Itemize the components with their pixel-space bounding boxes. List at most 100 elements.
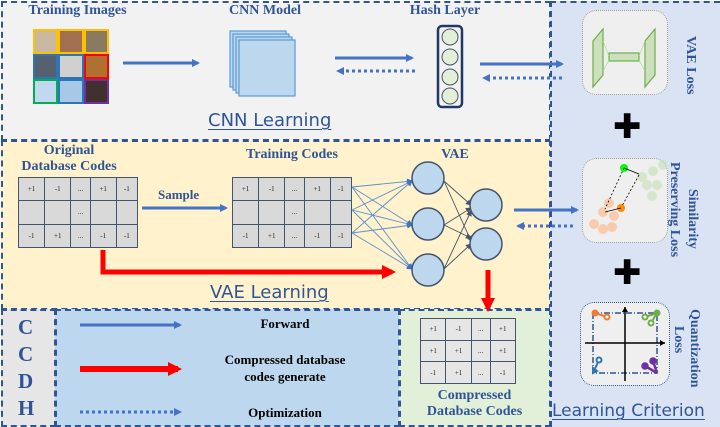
code-cell: ... [70, 200, 91, 225]
plus-icon: ✚ [613, 107, 642, 147]
original-codes-title: Original Database Codes [10, 143, 128, 175]
code-cell: -1 [231, 223, 260, 249]
training-images-grid [33, 29, 109, 104]
quantization-loss-label-line2: Loss [671, 326, 686, 354]
plus-icon: ✚ [613, 253, 642, 293]
code-cell [258, 200, 286, 225]
compressed-codes-title: Compressed Database Codes [402, 388, 547, 420]
hash-layer-title: Hash Layer [409, 3, 481, 18]
code-cell [303, 200, 331, 225]
code-cell: +1 [445, 339, 472, 363]
code-cell: -1 [258, 176, 286, 202]
code-cell: +1 [89, 176, 117, 202]
code-cell [115, 200, 139, 225]
training-images-title: Training Images [28, 3, 127, 18]
original-codes-title-line1: Original [43, 143, 95, 158]
training-image-thumbnail [58, 54, 84, 79]
code-cell: +1 [17, 176, 46, 202]
compressed-code-row: +1+1...+1 [419, 339, 517, 363]
similarity-loss-label-line2: Preserving Loss [667, 162, 682, 258]
code-cell: +1 [303, 176, 331, 202]
original-code-row: -1+1...-1-1 [17, 223, 139, 249]
legend-compressed-line1: Compressed database [224, 352, 346, 367]
training-codes-title: Training Codes [246, 147, 338, 162]
code-cell [329, 200, 353, 225]
code-cell: -1 [115, 223, 139, 249]
method-letter: D [18, 369, 34, 393]
legend-optimization-label: Optimization [248, 405, 322, 420]
code-cell: -1 [445, 318, 472, 341]
training-image-thumbnail [33, 79, 59, 104]
code-cell: ... [284, 200, 305, 225]
legend-compressed-label: Compressed database codes generate [200, 351, 370, 385]
code-cell [231, 200, 260, 225]
hash-layer-icon [436, 24, 464, 109]
original-codes-grid: +1-1...+1-1...-1+1...-1-1 [17, 176, 139, 249]
code-cell: ... [470, 339, 491, 363]
similarity-loss-label-line1: Similarity [685, 189, 700, 249]
compressed-title-line2: Database Codes [426, 404, 523, 419]
training-code-row: ... [231, 200, 353, 225]
compressed-code-row: +1-1...+1 [419, 318, 517, 341]
method-letter: C [18, 342, 34, 366]
code-cell: -1 [303, 223, 331, 249]
legend-forward-label: Forward [260, 316, 310, 331]
code-cell: +1 [419, 339, 447, 363]
original-codes-title-line2: Database Codes [21, 159, 117, 174]
code-cell: -1 [44, 176, 72, 202]
code-cell: ... [470, 318, 491, 341]
code-cell: +1 [419, 318, 447, 341]
vae-loss-label: VAE Loss [683, 35, 698, 95]
code-cell [17, 200, 46, 225]
training-image-thumbnail [33, 54, 59, 79]
training-image-thumbnail [83, 54, 109, 79]
training-code-row: +1-1...+1-1 [231, 176, 353, 202]
training-image-thumbnail [58, 29, 84, 54]
vae-title: VAE [441, 147, 469, 162]
code-cell: +1 [258, 223, 286, 249]
legend-compressed-line2: codes generate [244, 369, 326, 384]
method-letter: H [18, 396, 35, 420]
training-codes-grid: +1-1...+1-1...-1+1...-1-1 [231, 176, 353, 249]
code-cell: ... [284, 223, 305, 249]
cnn-model-title: CNN Model [229, 3, 301, 18]
original-code-row: ... [17, 200, 139, 225]
training-image-thumbnail [58, 79, 84, 104]
code-cell: -1 [329, 176, 353, 202]
training-image-thumbnail [83, 29, 109, 54]
compressed-codes-grid: +1-1...+1+1+1...+1-1+1...-1 [419, 318, 517, 384]
quantization-loss-label-line1: Quantization [687, 308, 702, 388]
compressed-code-row: -1+1...-1 [419, 361, 517, 384]
code-cell: -1 [489, 361, 517, 384]
code-cell: +1 [489, 318, 517, 341]
code-cell: +1 [489, 339, 517, 363]
code-cell: ... [70, 223, 91, 249]
sample-label: Sample [158, 187, 200, 202]
learning-criterion-label: Learning Criterion [552, 401, 705, 421]
code-cell: +1 [445, 361, 472, 384]
similarity-loss-card [582, 158, 668, 243]
quantization-axes-icon [585, 307, 665, 381]
code-cell: ... [284, 176, 305, 202]
autoencoder-icon [592, 27, 656, 89]
code-cell: -1 [419, 361, 447, 384]
training-image-thumbnail [33, 29, 59, 54]
code-cell: ... [470, 361, 491, 384]
method-name-panel [1, 309, 56, 427]
cnn-model-icon [229, 30, 296, 97]
code-cell: ... [70, 176, 91, 202]
vae-learning-label: VAE Learning [210, 282, 329, 303]
vae-loss-card [582, 10, 668, 95]
compressed-title-line1: Compressed [437, 388, 512, 403]
code-cell: -1 [17, 223, 46, 249]
method-letter: C [18, 315, 34, 339]
code-cell [89, 200, 117, 225]
cnn-learning-label: CNN Learning [208, 110, 332, 131]
similarity-scatter-icon [589, 160, 668, 234]
original-code-row: +1-1...+1-1 [17, 176, 139, 202]
quantization-loss-card [580, 302, 670, 386]
code-cell [44, 200, 72, 225]
training-code-row: -1+1...-1-1 [231, 223, 353, 249]
code-cell: -1 [89, 223, 117, 249]
code-cell: -1 [329, 223, 353, 249]
